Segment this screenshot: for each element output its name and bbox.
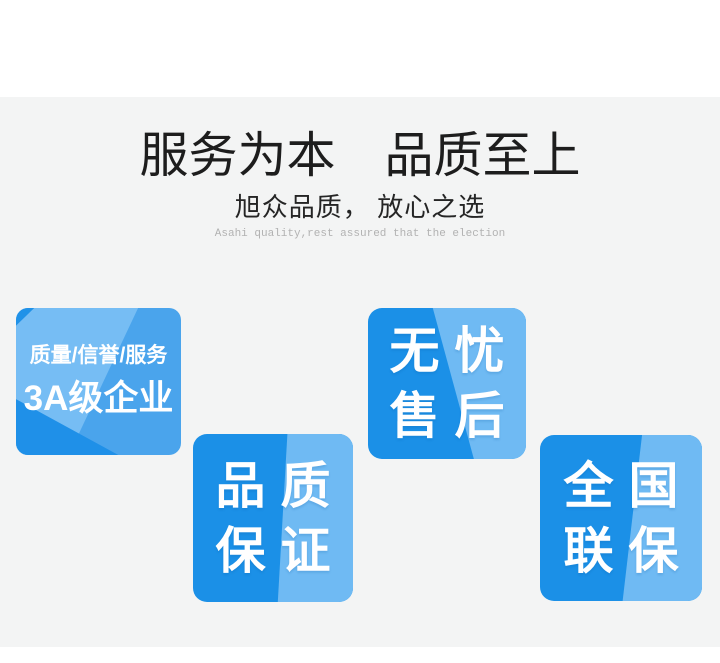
badge-line-bottom: 售后 bbox=[389, 388, 520, 444]
badge-gloss-highlight bbox=[277, 434, 353, 602]
page-subtitle: 旭众品质， 放心之选 bbox=[234, 193, 486, 222]
badge-nationwide-warranty: 全国 联保 bbox=[540, 435, 702, 601]
badge-line-3a-enterprise: 3A级企业 bbox=[23, 379, 174, 419]
page-subtitle-english: Asahi quality,rest assured that the elec… bbox=[214, 228, 506, 240]
badge-line-bottom: 保证 bbox=[215, 522, 346, 579]
badge-worry-free-aftersales: 无忧 售后 bbox=[368, 308, 526, 459]
badge-line-top: 全国 bbox=[563, 457, 694, 514]
badge-line-top: 无忧 bbox=[389, 323, 520, 379]
badge-quality-guarantee: 品质 保证 bbox=[193, 434, 353, 602]
badge-line-quality-credit-service: 质量/信誉/服务 bbox=[29, 344, 168, 368]
page-title: 服务为本 品质至上 bbox=[139, 129, 581, 183]
badge-3a-enterprise: 质量/信誉/服务 3A级企业 bbox=[16, 308, 181, 455]
badge-line-bottom: 联保 bbox=[563, 522, 694, 579]
badge-line-top: 品质 bbox=[215, 457, 346, 514]
